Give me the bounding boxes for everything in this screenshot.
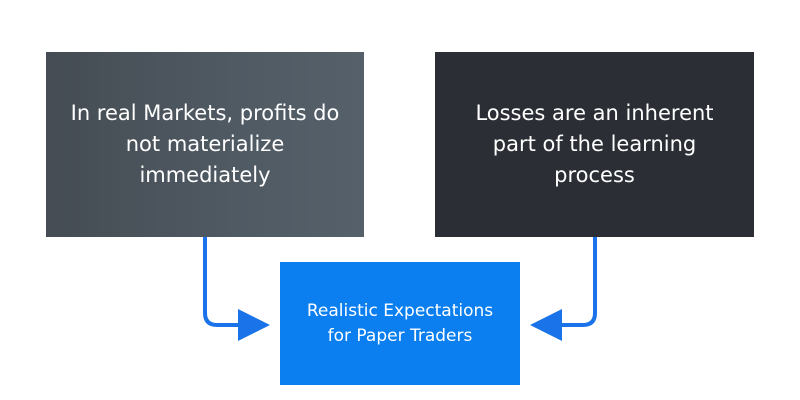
right-connector-arrow [530, 237, 597, 341]
left-connector-arrow [203, 237, 270, 341]
expectations-box-text: Realistic Expectations for Paper Traders [306, 300, 494, 346]
profits-box: In real Markets, profits do not material… [46, 52, 364, 237]
losses-box: Losses are an inherent part of the learn… [435, 52, 754, 237]
profits-box-text: In real Markets, profits do not material… [70, 101, 340, 187]
expectations-box: Realistic Expectations for Paper Traders [280, 262, 520, 385]
losses-box-text: Losses are an inherent part of the learn… [475, 101, 714, 187]
